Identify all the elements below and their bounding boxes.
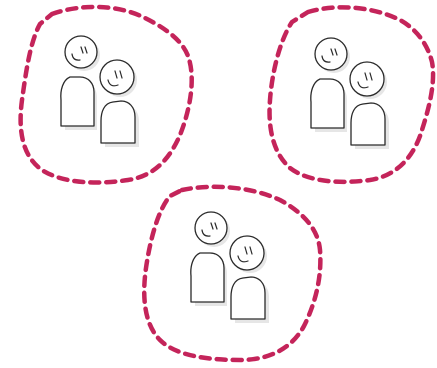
group-top-left [21, 7, 192, 183]
two-people-icon [311, 38, 389, 149]
group-top-right [270, 7, 434, 181]
two-people-icon [61, 36, 139, 147]
group-boundary [144, 187, 320, 360]
group-boundary [270, 7, 434, 181]
group-boundary [21, 7, 192, 183]
group-bottom [144, 187, 320, 360]
two-people-icon [191, 212, 269, 323]
